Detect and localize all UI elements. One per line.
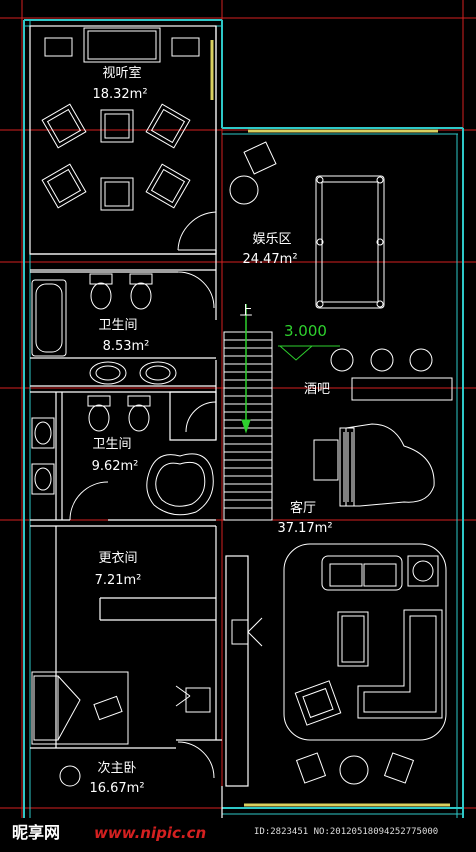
room-name-bedroom: 次主卧 (97, 760, 136, 776)
room-name-bath1: 卫生间 (98, 318, 137, 333)
toilet-icon (89, 273, 113, 310)
room-area-audiovisual: 18.32m² (92, 87, 147, 102)
coffee-table-icon (337, 611, 369, 667)
armchair-icon (41, 163, 87, 209)
room-name-entertainment: 娱乐区 (252, 232, 291, 247)
interior-walls (29, 25, 249, 852)
chair-icon (185, 687, 211, 713)
audiovisual-furniture (41, 27, 200, 211)
round-table-icon (59, 765, 81, 787)
watermark-site: www.nipic.cn (94, 824, 206, 842)
armchair-icon (294, 680, 342, 726)
bar-stool-icon (330, 348, 354, 372)
lower-furniture (231, 617, 415, 785)
bar-stool-icon (409, 348, 433, 372)
room-name-bath2: 卫生间 (92, 437, 131, 452)
elevation-marker (278, 345, 340, 361)
armchair-icon (145, 103, 191, 149)
room-area-bath1: 8.53m² (103, 339, 150, 354)
stair-up-label: 上 (239, 304, 252, 319)
sink-icon (139, 361, 177, 385)
door-swings (69, 211, 217, 779)
room-area-dressing: 7.21m² (95, 573, 142, 588)
lamp-icon (231, 619, 249, 645)
sink-icon (31, 463, 55, 495)
room-name-living: 客厅 (290, 500, 316, 516)
l-sofa-icon (357, 609, 443, 719)
elevation-value: 3.000 (284, 322, 327, 340)
toilet-icon (87, 395, 111, 432)
armchair-icon (41, 103, 87, 149)
living-sofa-group (283, 543, 447, 741)
bath2-fixtures (31, 395, 214, 516)
bar-stool-icon (370, 348, 394, 372)
bar-counter (351, 377, 453, 401)
arrow-down-icon (241, 419, 251, 434)
armchair-icon (145, 163, 191, 209)
room-name-audiovisual: 视听室 (102, 65, 141, 81)
armchair-icon (100, 109, 134, 143)
room-area-bedroom: 16.67m² (89, 781, 144, 796)
armchair-icon (100, 177, 134, 211)
watermark-id: ID:2823451 NO:20120518094252775000 (254, 827, 438, 837)
grand-piano-icon (313, 423, 435, 507)
room-name-bar: 酒吧 (304, 382, 330, 397)
room-area-living: 37.17m² (277, 521, 332, 536)
round-table-icon (229, 175, 259, 205)
staircase (223, 304, 273, 521)
room-labels: 视听室 18.32m² 娱乐区 24.47m² 卫生间 8.53m² 卫生间 9… (89, 65, 332, 796)
sink-icon (31, 417, 55, 449)
toilet-icon (129, 273, 153, 310)
watermark-brand: 昵享网 (12, 823, 60, 842)
armchair-icon (295, 752, 327, 784)
toilet-icon (127, 395, 151, 432)
round-table-icon (339, 755, 369, 785)
pool-table-icon (315, 175, 385, 309)
bar-furniture (330, 348, 453, 401)
armchair-icon (243, 141, 277, 175)
bath1-fixtures (31, 273, 177, 385)
bathtub-icon (146, 453, 214, 516)
sofa-icon (321, 555, 403, 591)
plant-icon (407, 555, 439, 587)
room-area-bath2: 9.62m² (92, 459, 139, 474)
room-area-entertainment: 24.47m² (242, 252, 297, 267)
room-name-dressing: 更衣间 (98, 550, 137, 566)
sink-icon (89, 361, 127, 385)
armchair-icon (383, 752, 415, 784)
bed-icon (31, 671, 129, 745)
watermark: 昵享网 www.nipic.cn ID:2823451 NO:201205180… (0, 818, 476, 852)
entertainment-furniture (229, 141, 385, 309)
